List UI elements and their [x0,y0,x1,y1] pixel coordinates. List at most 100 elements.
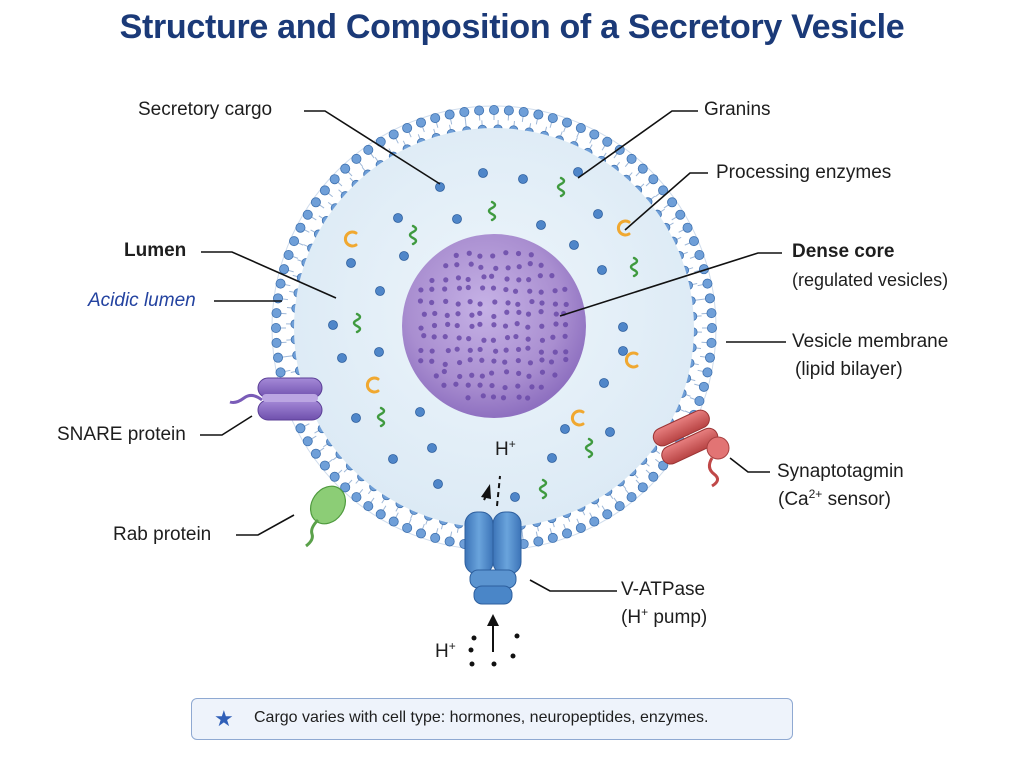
lipid-head [675,209,686,220]
cargo-molecule [388,454,398,464]
cargo-molecule [435,182,445,192]
granin-molecule [408,224,418,246]
core-granule [538,289,544,295]
core-granule [513,333,519,340]
core-granule [421,311,427,317]
core-granule [469,372,475,378]
cargo-molecule [433,479,443,489]
core-granule [455,301,461,307]
core-granule [516,370,522,376]
lipid-head [415,117,426,128]
core-granule [500,395,507,401]
enzyme-molecule [624,351,639,369]
label-vesicle-membrane: Vesicle membrane [792,331,949,352]
core-granule [538,384,544,390]
lipid-head [658,460,669,471]
lipid-head [706,337,717,348]
lipid-head [533,536,544,547]
core-granule [527,360,534,366]
core-granule [562,333,568,339]
core-granule [445,347,451,354]
core-granule [525,336,531,342]
core-granule [493,265,499,271]
secretory-cargo-molecules [328,167,628,502]
core-granule [467,347,473,353]
core-granule [453,252,459,258]
leader-processing-enzymes [624,172,708,231]
core-granule [443,277,449,283]
label-acidic-lumen: Acidic lumen [88,290,196,311]
core-granule [563,356,569,363]
core-granule [491,322,497,328]
core-granule [429,299,435,306]
label-proton-lumen: H+ [495,437,516,460]
core-granule [454,322,460,329]
lipid-head [279,264,290,275]
core-granule [537,273,543,279]
lipid-head [415,528,426,539]
lipid-head [363,144,374,155]
enzyme-molecule [616,219,631,237]
proton-arrow-lumen [481,475,501,507]
core-granule [515,301,521,307]
lipid-head [375,509,386,520]
core-granule [503,286,509,293]
lipid-head [694,396,705,407]
lipid-head [637,482,648,493]
lipid-head [283,249,294,260]
core-granule [465,284,471,291]
core-granule [469,323,475,329]
lipid-head [688,236,699,247]
core-granule [491,358,497,364]
leader-rab [236,514,295,536]
star-icon: ★ [214,706,234,731]
lipid-head [402,522,413,533]
snare-protein-icon [229,377,323,421]
core-granule [441,382,447,388]
core-granule [429,277,435,284]
lipid-head [682,222,693,233]
proton-dots [468,633,520,667]
core-granule [454,262,460,268]
core-granule [492,299,498,305]
core-granule [525,345,531,351]
granin-molecule [538,478,548,500]
lipid-head [533,109,544,120]
granin-molecule [376,406,386,428]
core-granule [525,395,531,401]
core-granule [467,299,473,305]
core-granule [552,301,559,307]
label-lumen: Lumen [124,240,187,261]
lipid-head [271,337,282,348]
lipid-head [698,381,709,392]
core-granule [465,276,471,283]
granin-molecule [584,437,594,459]
core-granule [443,263,449,269]
core-granule [477,382,483,388]
cargo-molecule [560,424,570,434]
core-granule [562,286,568,292]
core-granule [538,309,544,315]
lipid-head [459,107,470,118]
core-granule [477,301,483,307]
cargo-molecule [328,320,338,330]
granin-molecule [352,312,362,334]
core-granule [502,384,508,391]
lipid-head [614,501,625,512]
cargo-molecule [375,286,385,296]
lipid-head [589,129,600,140]
lipid-head [310,197,321,208]
lipid-head [707,322,718,333]
core-granule [455,311,461,317]
core-granule [444,312,450,319]
core-granule [466,336,472,342]
lipid-head [388,516,399,527]
rab-protein-icon [305,485,347,548]
core-granule [418,358,424,364]
core-granule [550,334,556,340]
core-granule [433,373,439,379]
lipid-head [562,117,573,128]
core-granule [503,369,510,375]
